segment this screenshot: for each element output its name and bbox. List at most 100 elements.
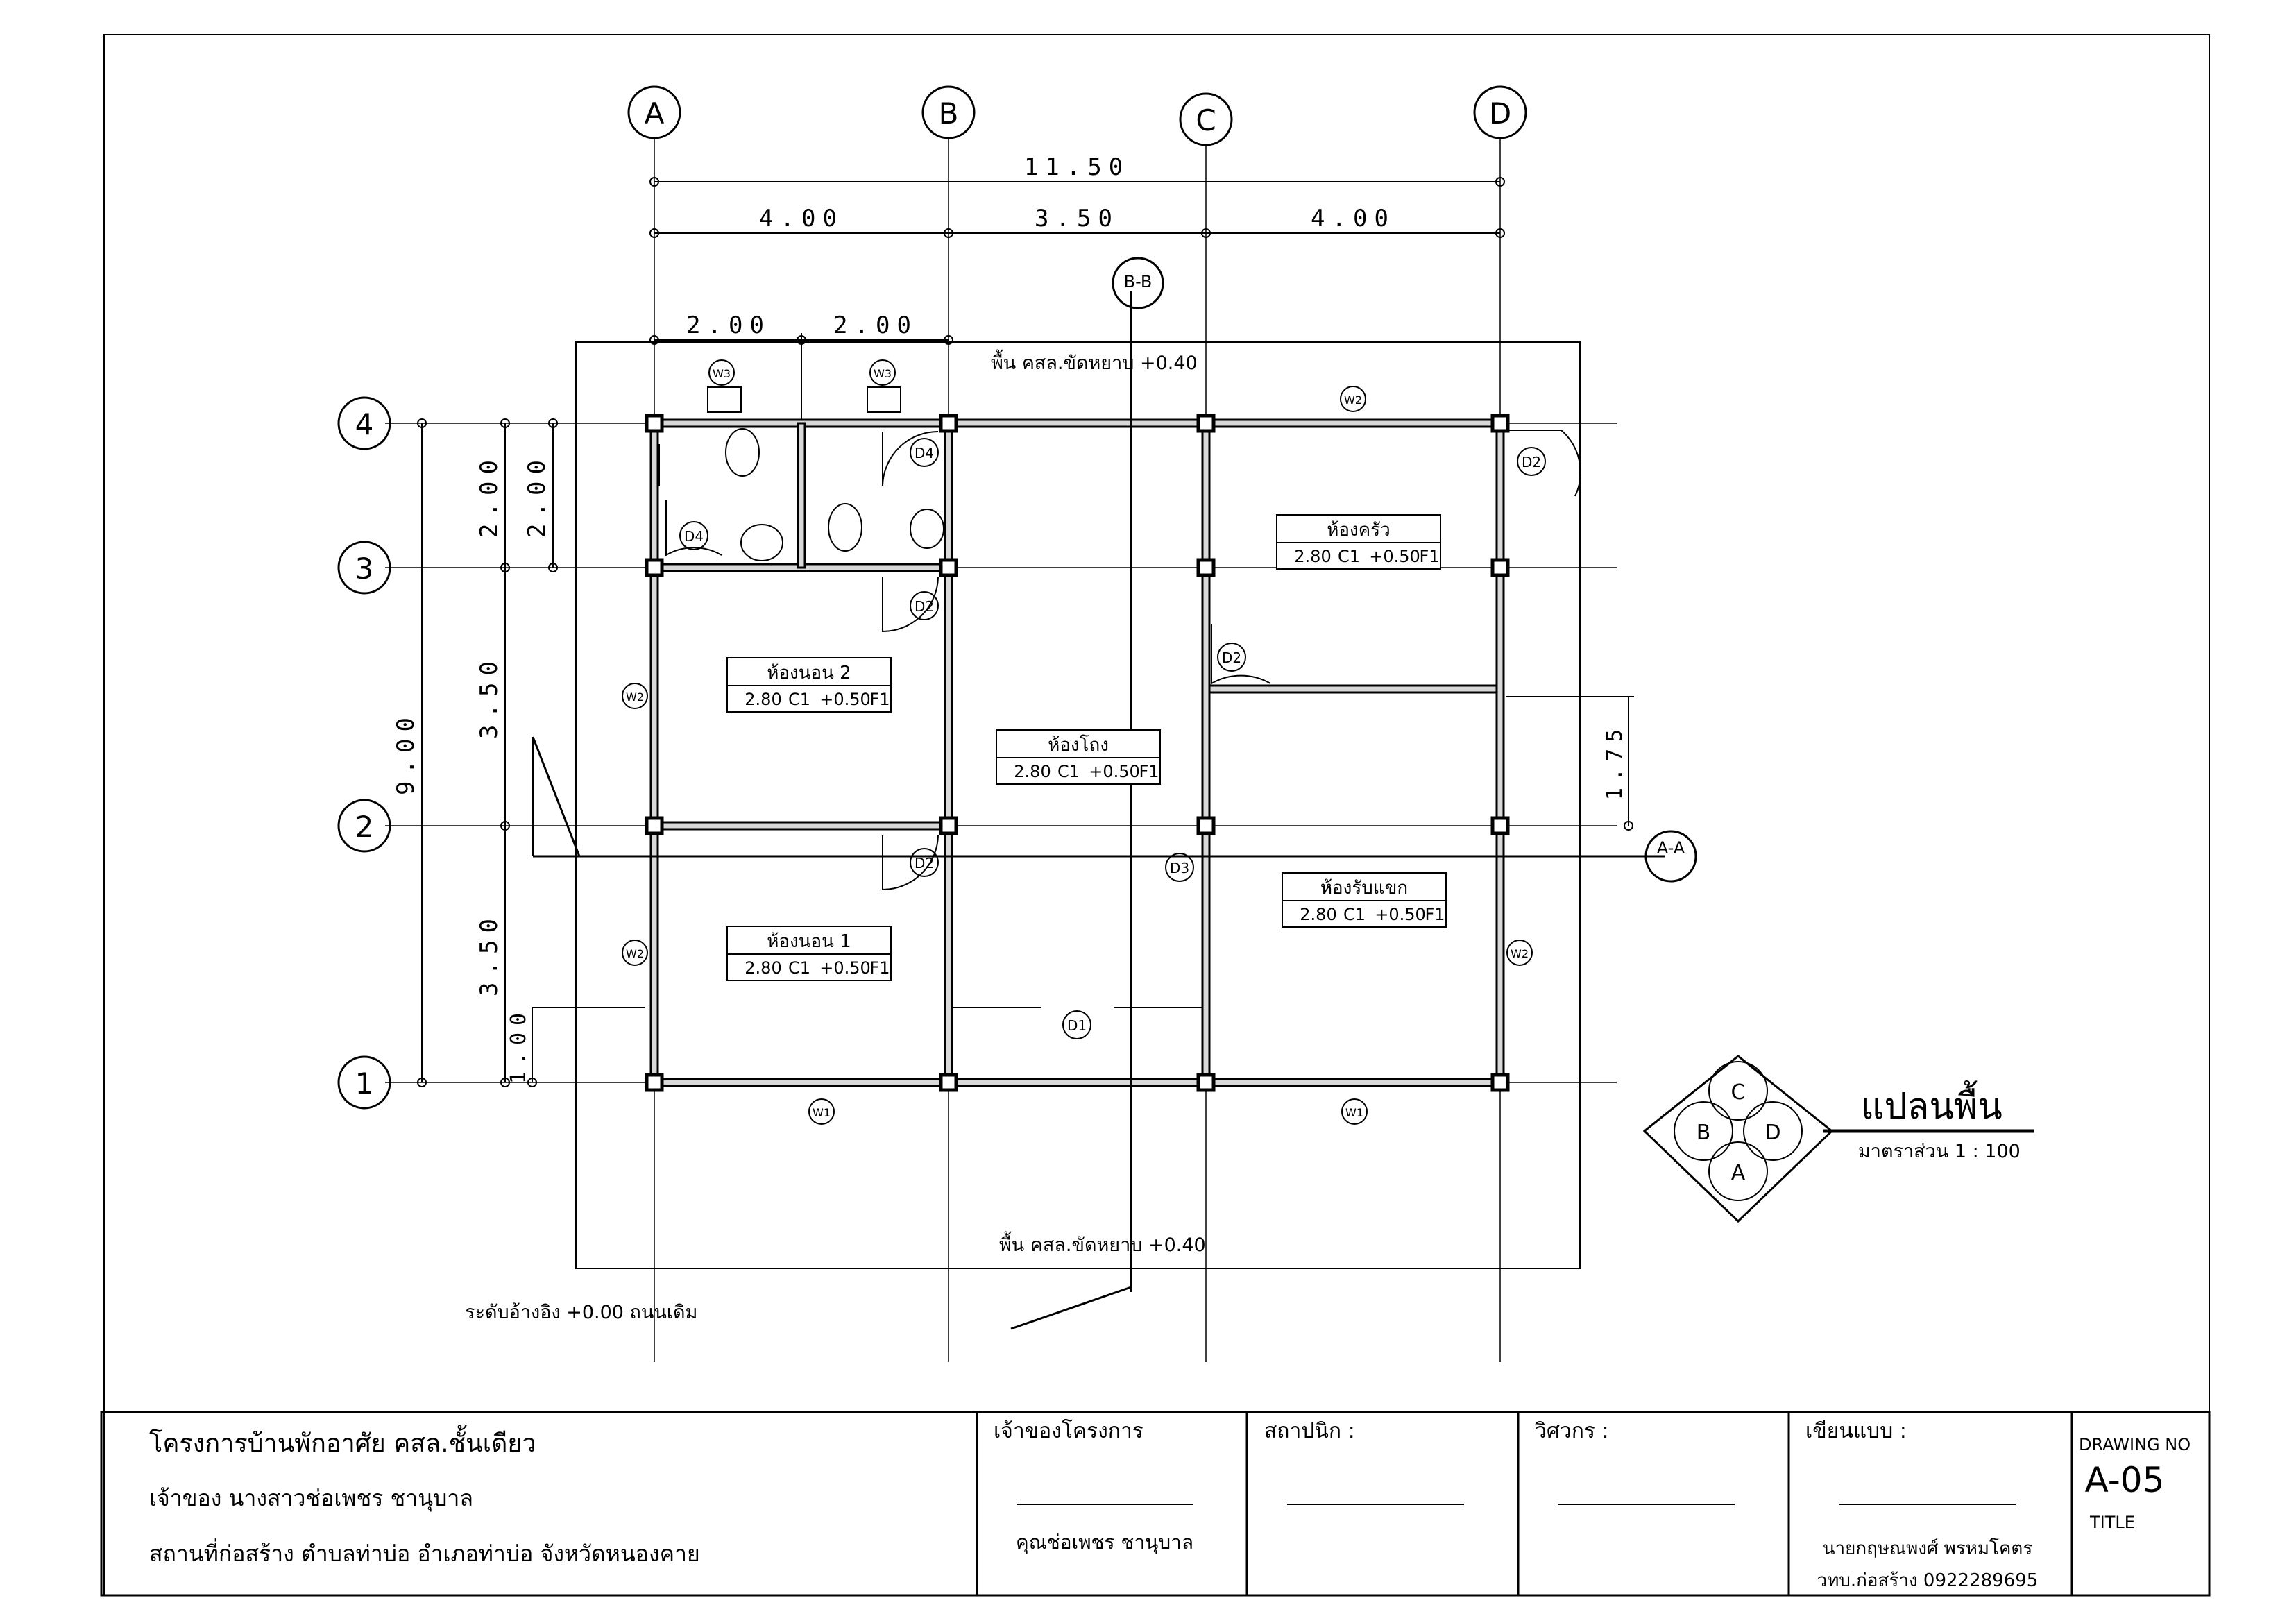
plan-title: แปลนพื้น (1861, 1080, 2002, 1128)
grid-label-d: D (1489, 96, 1511, 130)
title-block (100, 1411, 2211, 1597)
grid-label-3: 3 (355, 552, 374, 586)
svg-text:C1: C1 (788, 690, 810, 709)
grid-bubble-a (627, 85, 681, 139)
svg-text:D2: D2 (1522, 454, 1541, 470)
svg-text:A: A (1731, 1161, 1746, 1185)
dimensions-left (417, 418, 1634, 1087)
section-bb-label: B-B (1124, 272, 1153, 291)
sheet-border (103, 34, 2210, 1596)
grid-label-b: B (939, 96, 959, 130)
grid-bubbles-rows: 4 3 2 1 (337, 396, 391, 1110)
svg-text:F1: F1 (1425, 905, 1445, 924)
svg-text:C1: C1 (1343, 905, 1366, 924)
dim-total-width: 11.50 (1024, 153, 1130, 181)
drawing-no: A-05 (2085, 1460, 2165, 1500)
dim-half-1: 2.00 (686, 312, 771, 339)
svg-text:B: B (1697, 1121, 1711, 1145)
room-tag-kitchen: ห้องครัว 2.80 C1 +0.50 F1 (1276, 514, 1441, 570)
svg-text:F1: F1 (1139, 762, 1159, 781)
dim-half-2: 2.00 (833, 312, 918, 339)
basin-icon (910, 509, 944, 549)
svg-text:F1: F1 (869, 690, 890, 709)
dim-bay-ab: 4.00 (759, 205, 844, 232)
structural-columns (645, 414, 1510, 1092)
dim-bay-cd: 4.00 (1311, 205, 1395, 232)
dim-total-depth: 9.00 (392, 711, 420, 795)
floor-note-bottom: พื้น คสล.ขัดหยาบ +0.40 (999, 1231, 1206, 1256)
bathroom-fixtures (658, 386, 944, 561)
svg-text:D: D (1764, 1121, 1780, 1145)
dim-row43-a: 2.00 (475, 453, 503, 538)
grid-label-1: 1 (355, 1067, 374, 1101)
svg-text:D4: D4 (684, 528, 704, 545)
owner-line: เจ้าของ นางสาวช่อเพชร ชานุบาล (149, 1485, 473, 1512)
svg-text:D2: D2 (915, 598, 934, 615)
svg-text:2.80: 2.80 (745, 958, 781, 978)
svg-text:ห้องโถง: ห้องโถง (1048, 734, 1109, 756)
room-tag-bedroom-2: ห้องนอน 2 2.80 C1 +0.50 F1 (726, 657, 892, 713)
svg-text:W2: W2 (626, 690, 644, 704)
grid-label-a: A (645, 96, 665, 130)
svg-text:W1: W1 (813, 1106, 831, 1119)
svg-text:+0.50: +0.50 (1369, 547, 1420, 566)
grid-bubble-2 (337, 799, 391, 853)
plan-scale: มาตราส่วน 1 : 100 (1858, 1141, 2021, 1162)
engineer-header: วิศวกร : (1535, 1419, 1609, 1443)
grid-label-c: C (1196, 103, 1216, 137)
opening-tags: D4 D4 D2 D2 D2 D2 D3 D1 W1 W1 W2 W2 W2 W… (622, 359, 1546, 1125)
dim-bay-bc: 3.50 (1035, 205, 1119, 232)
svg-text:2.80: 2.80 (745, 690, 781, 709)
door-swings (665, 430, 1581, 1008)
dim-side-100: 1.00 (507, 1006, 531, 1084)
svg-text:F1: F1 (1419, 547, 1439, 566)
grid-bubble-d (1473, 85, 1527, 139)
room-tag-living: ห้องรับแขก 2.80 C1 +0.50 F1 (1282, 872, 1447, 928)
lot-boundary (575, 341, 1581, 1269)
svg-text:D2: D2 (915, 855, 934, 872)
title-label: TITLE (2089, 1513, 2135, 1532)
project-title: โครงการบ้านพักอาศัย คสล.ชั้นเดียว (149, 1425, 536, 1458)
datum-note: ระดับอ้างอิง +0.00 ถนนเดิม (465, 1302, 697, 1323)
svg-text:+0.50: +0.50 (819, 958, 871, 978)
grid-bubble-b (921, 85, 976, 139)
svg-text:ห้องรับแขก: ห้องรับแขก (1320, 878, 1408, 899)
room-name: ห้องนอน 2 (767, 663, 851, 683)
grid-bubbles-columns: A B C D (627, 85, 1527, 146)
dim-side-175: 1.75 (1603, 722, 1627, 800)
site-line: สถานที่ก่อสร้าง ตำบลท่าบ่อ อำเภอท่าบ่อ จ… (149, 1538, 700, 1567)
grid-bubble-1 (337, 1055, 391, 1110)
svg-text:W2: W2 (1344, 393, 1362, 407)
svg-text:C: C (1731, 1080, 1746, 1105)
svg-text:+0.50: +0.50 (1375, 905, 1426, 924)
svg-text:C1: C1 (788, 958, 810, 978)
drafter-contact: วทบ.ก่อสร้าง 0922289695 (1817, 1570, 2039, 1591)
room-tag-hall: ห้องโถง 2.80 C1 +0.50 F1 (996, 729, 1161, 785)
room-tag-bedroom-1: ห้องนอน 1 2.80 C1 +0.50 F1 (726, 926, 892, 981)
section-cut-lines (532, 291, 1665, 1330)
section-aa-marker (1644, 830, 1697, 883)
svg-text:ห้องครัว: ห้องครัว (1327, 520, 1390, 541)
svg-text:2.80: 2.80 (1300, 905, 1336, 924)
svg-text:+0.50: +0.50 (819, 690, 871, 709)
svg-text:+0.50: +0.50 (1089, 762, 1140, 781)
svg-text:W1: W1 (1345, 1106, 1363, 1119)
svg-text:2.80: 2.80 (1014, 762, 1051, 781)
toilet-icon (828, 503, 862, 552)
compass-legend: C B D A (1642, 1055, 1834, 1223)
drafter-header: เขียนแบบ : (1805, 1419, 1907, 1443)
svg-text:W3: W3 (713, 367, 731, 380)
owner-sign: คุณช่อเพชร ชานุบาล (1016, 1531, 1193, 1554)
svg-text:D1: D1 (1067, 1017, 1087, 1034)
svg-text:W3: W3 (874, 367, 892, 380)
grid-bubble-c (1179, 92, 1233, 146)
grid-label-2: 2 (355, 810, 374, 844)
architect-header: สถาปนิก : (1264, 1419, 1355, 1443)
drawing-no-label: DRAWING NO (2079, 1435, 2191, 1454)
basin-icon (740, 524, 783, 561)
dimensions-top (649, 177, 1505, 568)
section-aa-label: A-A (1657, 838, 1685, 858)
dim-row43-b: 2.00 (523, 453, 551, 538)
svg-text:2.80: 2.80 (1294, 547, 1331, 566)
